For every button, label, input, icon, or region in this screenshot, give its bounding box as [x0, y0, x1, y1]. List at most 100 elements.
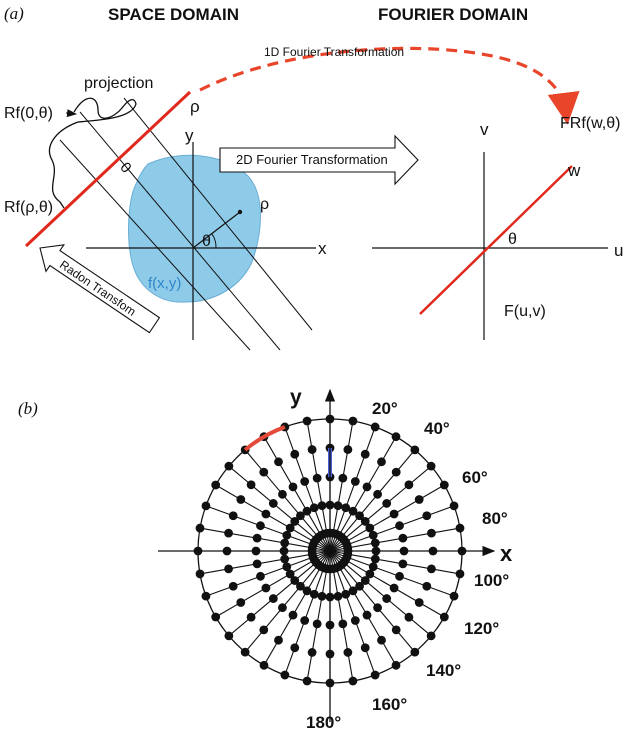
polar-sample-point [280, 554, 290, 564]
polar-sample-point [322, 528, 332, 538]
polar-sample-point [449, 501, 459, 511]
polar-sample-point [377, 457, 386, 467]
polar-sample-point [422, 581, 432, 591]
polar-sample-point [280, 670, 290, 680]
polar-sample-point [382, 499, 392, 508]
polar-sample-point [373, 489, 382, 499]
polar-sample-point [246, 480, 256, 490]
polar-sample-point [455, 569, 465, 579]
polar-sample-point [414, 598, 424, 607]
y-axis-label: y [185, 126, 194, 145]
v-axis-label: v [480, 120, 489, 139]
polar-sample-point [236, 598, 246, 607]
polar-y-label: y [290, 386, 302, 409]
polar-sample-point [368, 562, 378, 572]
polar-sample-point [389, 509, 399, 519]
polar-sample-point [341, 589, 351, 599]
polar-sample-point [439, 612, 449, 622]
projection-curve [48, 97, 137, 209]
polar-sample-point [317, 591, 327, 601]
polar-sample-point [370, 670, 380, 680]
polar-sample-point [246, 612, 256, 622]
polar-sample-point [360, 517, 370, 526]
polar-sample-point [338, 473, 348, 483]
rf-zero-label: Rf(0,θ) [4, 105, 53, 122]
rho-perpendicular [192, 211, 241, 249]
angle-label-120: 120° [464, 619, 499, 638]
polar-sample-point [348, 416, 358, 426]
polar-sample-point [328, 564, 338, 574]
fourier-1d-arrow [199, 46, 580, 125]
polar-sample-point [274, 457, 283, 467]
polar-sample-point [338, 619, 348, 629]
polar-sample-point [439, 480, 449, 490]
polar-sample-point [296, 581, 305, 591]
polar-sample-point [365, 569, 375, 579]
polar-x-label: x [500, 541, 513, 566]
space-domain-title: SPACE DOMAIN [108, 5, 239, 24]
polar-sample-point [348, 586, 358, 596]
fuv-label: F(u,v) [504, 303, 546, 320]
polar-sample-point [426, 631, 436, 641]
polar-sample-point [290, 449, 300, 459]
polar-sample-point [362, 610, 372, 620]
polar-sample-point [300, 477, 310, 486]
polar-sample-point [252, 533, 262, 543]
object-blob [128, 154, 261, 303]
polar-sample-point [268, 499, 278, 508]
polar-sample-point [296, 511, 305, 521]
polar-sample-point [343, 648, 353, 657]
polar-sample-point [395, 521, 404, 531]
angle-label-140: 140° [426, 661, 461, 680]
polar-sample-point [398, 559, 408, 569]
angle-label-40: 40° [424, 419, 450, 438]
angle-label-20: 20° [372, 399, 398, 418]
polar-sample-point [307, 445, 317, 454]
object-label: f(x,y) [148, 275, 181, 292]
polar-sample-point [302, 416, 312, 426]
polar-sample-point [382, 594, 392, 603]
polar-sample-point [280, 538, 290, 548]
polar-sample-point [278, 603, 287, 613]
angle-label-100: 100° [474, 571, 509, 590]
angle-label-80: 80° [482, 509, 508, 528]
polar-sample-point [268, 594, 278, 603]
polar-sample-point [285, 523, 295, 533]
polar-sample-point [370, 422, 380, 432]
polar-sample-point [201, 591, 211, 601]
fourier-slice-line [419, 165, 573, 315]
polar-sample-point [427, 528, 436, 538]
polar-sample-point [302, 506, 312, 516]
rho-mid-label: ρ [260, 196, 269, 213]
polar-sample-point [410, 647, 420, 657]
projection-label: projection [84, 75, 153, 92]
angle-label-180: 180° [306, 713, 341, 732]
polar-sample-point [348, 676, 358, 686]
radon-label: Radon Transfom [57, 258, 138, 319]
polar-sample-point [224, 461, 234, 471]
polar-sample-point [300, 616, 310, 625]
panel-a-label: (a) [4, 4, 24, 23]
theta-left-label: θ [202, 233, 211, 250]
polar-sample-point [426, 461, 436, 471]
polar-sample-point [195, 523, 205, 533]
polar-sample-point [211, 612, 221, 622]
theta-arc-left [211, 233, 217, 249]
rf-rho-label: Rf(ρ,θ) [4, 199, 53, 216]
polar-sample-point [224, 564, 233, 574]
polar-sample-point [240, 647, 250, 657]
polar-sample-point [259, 467, 269, 477]
polar-sample-point [288, 610, 298, 620]
polar-sample-point [410, 445, 420, 455]
polar-sample-point [302, 676, 312, 686]
polar-sample-point [309, 503, 319, 513]
polar-sample-point [422, 511, 432, 521]
polar-sample-point [282, 530, 292, 540]
fourier-1d-label: 1D Fourier Transformation [264, 45, 404, 59]
polar-sample-point [290, 643, 300, 653]
fourier-domain-title: FOURIER DOMAIN [378, 5, 528, 24]
polar-sample-point [228, 581, 238, 591]
w-axis-label: w [567, 161, 581, 180]
polar-sample-point [360, 576, 370, 585]
